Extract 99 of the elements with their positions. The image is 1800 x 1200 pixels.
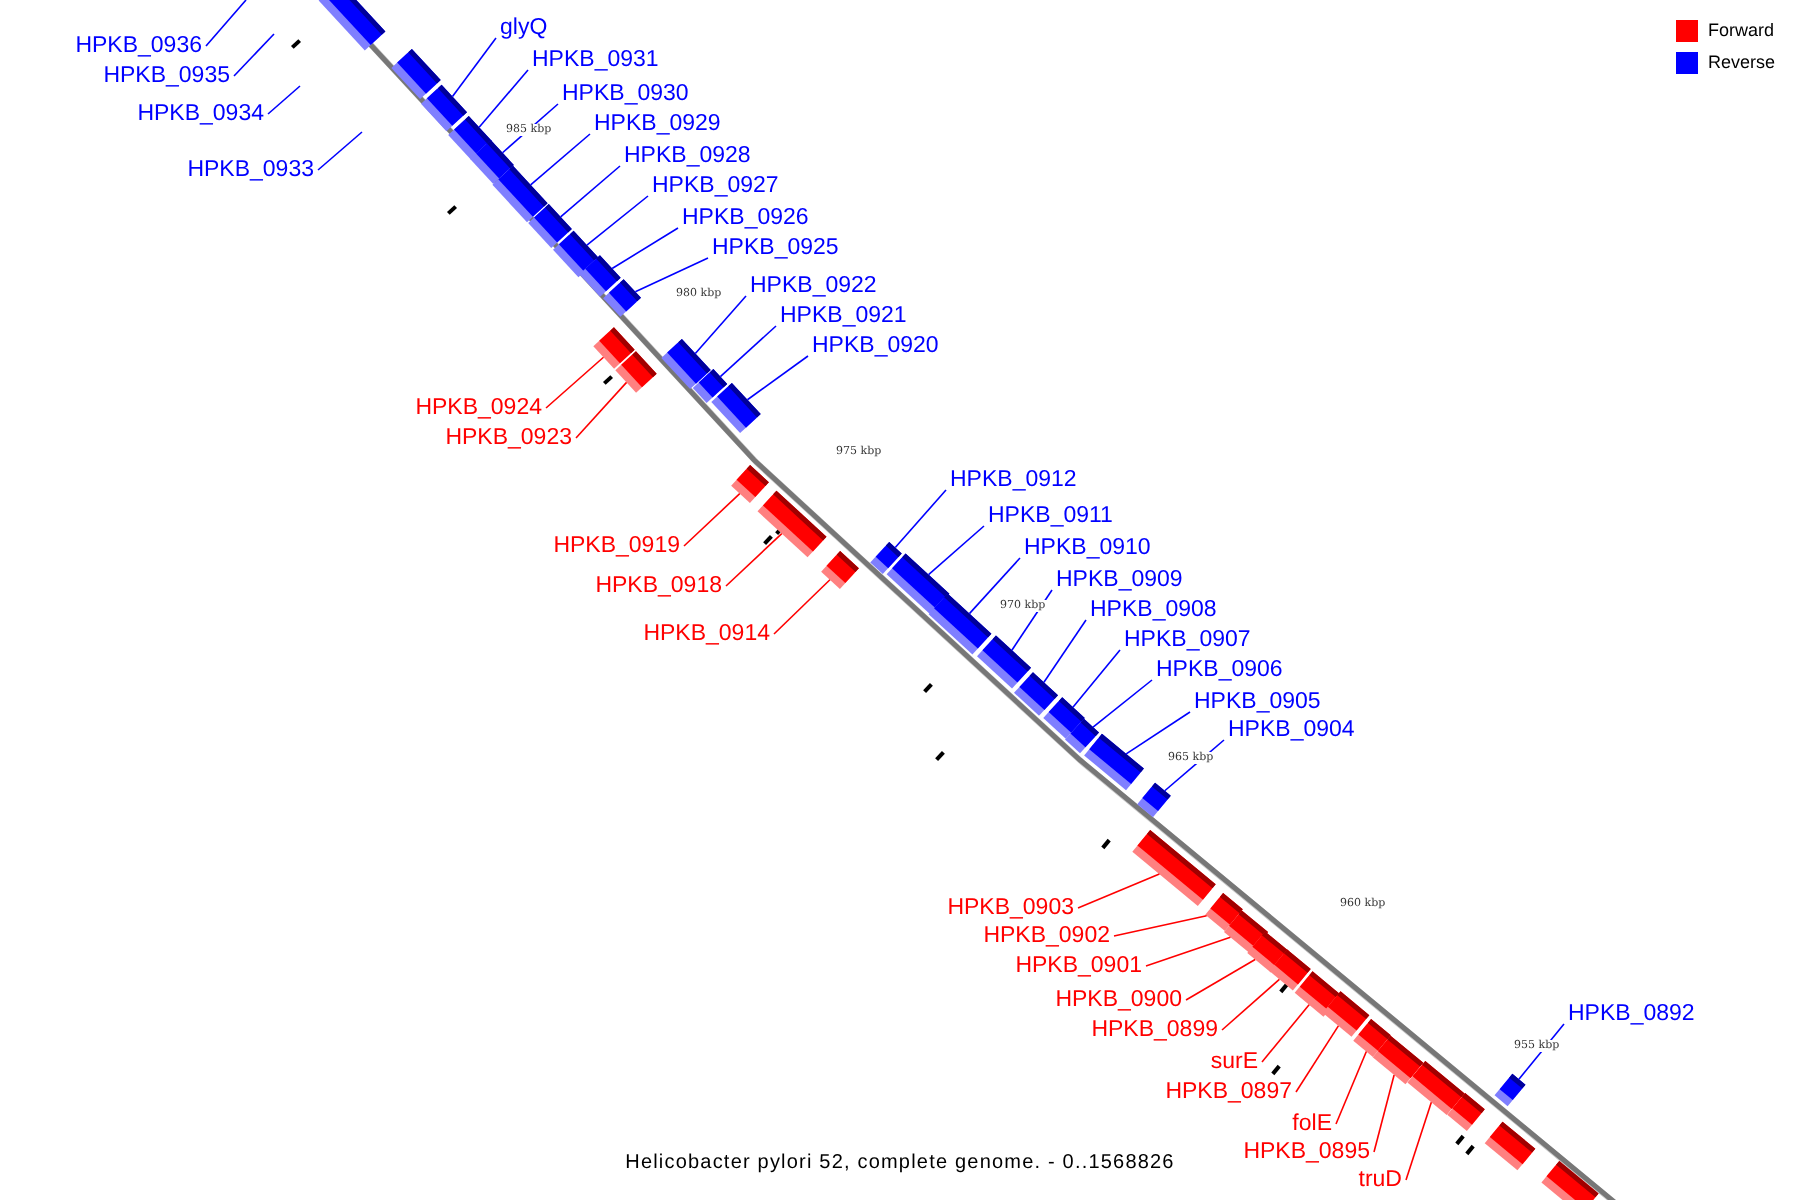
gene-label: HPKB_0921 xyxy=(780,304,907,330)
leader-line xyxy=(1092,679,1153,728)
gene-label: HPKB_0927 xyxy=(652,174,779,200)
gene-label: folE xyxy=(1292,1112,1332,1138)
leader-line xyxy=(1185,958,1256,1001)
gene-block xyxy=(603,279,641,317)
gene-label: HPKB_0923 xyxy=(445,426,572,452)
gene-block xyxy=(711,382,761,434)
leader-line xyxy=(205,0,247,47)
gene-label: HPKB_0897 xyxy=(1165,1080,1292,1106)
gene-label: HPKB_0900 xyxy=(1055,988,1182,1014)
leader-line xyxy=(1043,619,1087,684)
gene-block xyxy=(821,551,859,589)
leader-line xyxy=(575,381,628,439)
gene-block xyxy=(1137,782,1171,818)
gene-label: HPKB_0926 xyxy=(682,206,809,232)
gene-label: HPKB_0906 xyxy=(1156,658,1283,684)
gene-block xyxy=(977,635,1031,689)
leader-line xyxy=(586,195,649,246)
gene-label: HPKB_0903 xyxy=(947,896,1074,922)
gene-label: HPKB_0910 xyxy=(1024,536,1151,562)
gene-label: HPKB_0892 xyxy=(1568,1002,1695,1028)
gene-label: HPKB_0905 xyxy=(1194,690,1321,716)
gene-block xyxy=(318,0,386,51)
leader-line xyxy=(1077,873,1161,909)
leader-line xyxy=(1261,1004,1310,1063)
legend-text: Reverse xyxy=(1708,52,1776,74)
gene-label: HPKB_0922 xyxy=(750,274,877,300)
gene-label: HPKB_0919 xyxy=(553,534,680,560)
gene-block xyxy=(757,490,827,558)
caption: Helicobacter pylori 52, complete genome. - 0..1568826 xyxy=(625,1152,1175,1174)
leader-line xyxy=(894,489,947,549)
gene-block xyxy=(1322,991,1370,1037)
leader-line xyxy=(968,557,1021,615)
gene-label: HPKB_0908 xyxy=(1090,598,1217,624)
gene-label: HPKB_0899 xyxy=(1091,1018,1218,1044)
gene-label: HPKB_0912 xyxy=(950,468,1077,494)
leader-line xyxy=(1113,915,1208,937)
leader-line xyxy=(267,85,301,115)
gene-label: surE xyxy=(1210,1050,1258,1076)
gene-label: HPKB_0929 xyxy=(594,112,721,138)
leader-line xyxy=(559,165,621,218)
gene-label: truD xyxy=(1358,1168,1402,1194)
gene-label: HPKB_0935 xyxy=(103,64,230,90)
gene-label: HPKB_0933 xyxy=(187,158,314,184)
gene-label: HPKB_0909 xyxy=(1056,568,1183,594)
gene-block xyxy=(1541,1160,1599,1200)
leader-line xyxy=(725,532,783,587)
leader-line xyxy=(478,69,529,129)
leader-line xyxy=(1405,1101,1433,1181)
gene-label: HPKB_0904 xyxy=(1228,718,1355,744)
gene-label: HPKB_0934 xyxy=(137,102,264,128)
leader-line xyxy=(1145,936,1232,967)
gene-label: HPKB_0918 xyxy=(595,574,722,600)
leader-line xyxy=(694,295,747,355)
gene-block xyxy=(1014,672,1058,716)
gene-block xyxy=(731,465,769,503)
gene-label: glyQ xyxy=(500,16,548,42)
gene-label: HPKB_0928 xyxy=(624,144,751,170)
legend-text: Forward xyxy=(1708,20,1775,42)
gene-block xyxy=(1494,1073,1526,1107)
gene-block xyxy=(528,204,572,248)
gene-block xyxy=(579,255,621,297)
leader-line xyxy=(683,492,741,547)
leader-line xyxy=(927,525,985,576)
gene-label: HPKB_0902 xyxy=(983,924,1110,950)
gene-label: HPKB_0920 xyxy=(812,334,939,360)
leader-line xyxy=(451,37,497,98)
gene-label: HPKB_0930 xyxy=(562,82,689,108)
leader-line xyxy=(1373,1074,1395,1153)
gene-block xyxy=(1447,1093,1485,1131)
leader-line xyxy=(634,257,709,293)
leader-line xyxy=(746,355,809,401)
gene-block xyxy=(1484,1121,1536,1171)
leader-line xyxy=(1335,1050,1368,1125)
gene-label: HPKB_0911 xyxy=(988,504,1113,530)
leader-line xyxy=(317,131,363,171)
leader-line xyxy=(773,578,831,635)
gene-label: HPKB_0925 xyxy=(712,236,839,262)
gene-label: HPKB_0931 xyxy=(532,48,659,74)
gene-label: HPKB_0924 xyxy=(415,396,542,422)
leader-line xyxy=(719,325,777,378)
gene-label: HPKB_0907 xyxy=(1124,628,1251,654)
gene-block xyxy=(615,351,657,393)
leader-line xyxy=(1295,1025,1340,1093)
leader-line xyxy=(529,133,591,186)
gene-block xyxy=(1084,733,1144,791)
gene-label: HPKB_0936 xyxy=(75,34,202,60)
gene-block xyxy=(421,84,467,132)
leader-line xyxy=(611,227,679,270)
leader-line xyxy=(1072,649,1121,708)
leader-line xyxy=(1125,711,1191,755)
gene-block xyxy=(928,593,992,655)
gene-label: HPKB_0895 xyxy=(1243,1140,1370,1166)
leader-line xyxy=(233,33,275,77)
gene-label: HPKB_0914 xyxy=(643,622,770,648)
leader-line xyxy=(545,356,605,409)
leader-line xyxy=(1221,978,1281,1031)
gene-label: HPKB_0901 xyxy=(1015,954,1142,980)
